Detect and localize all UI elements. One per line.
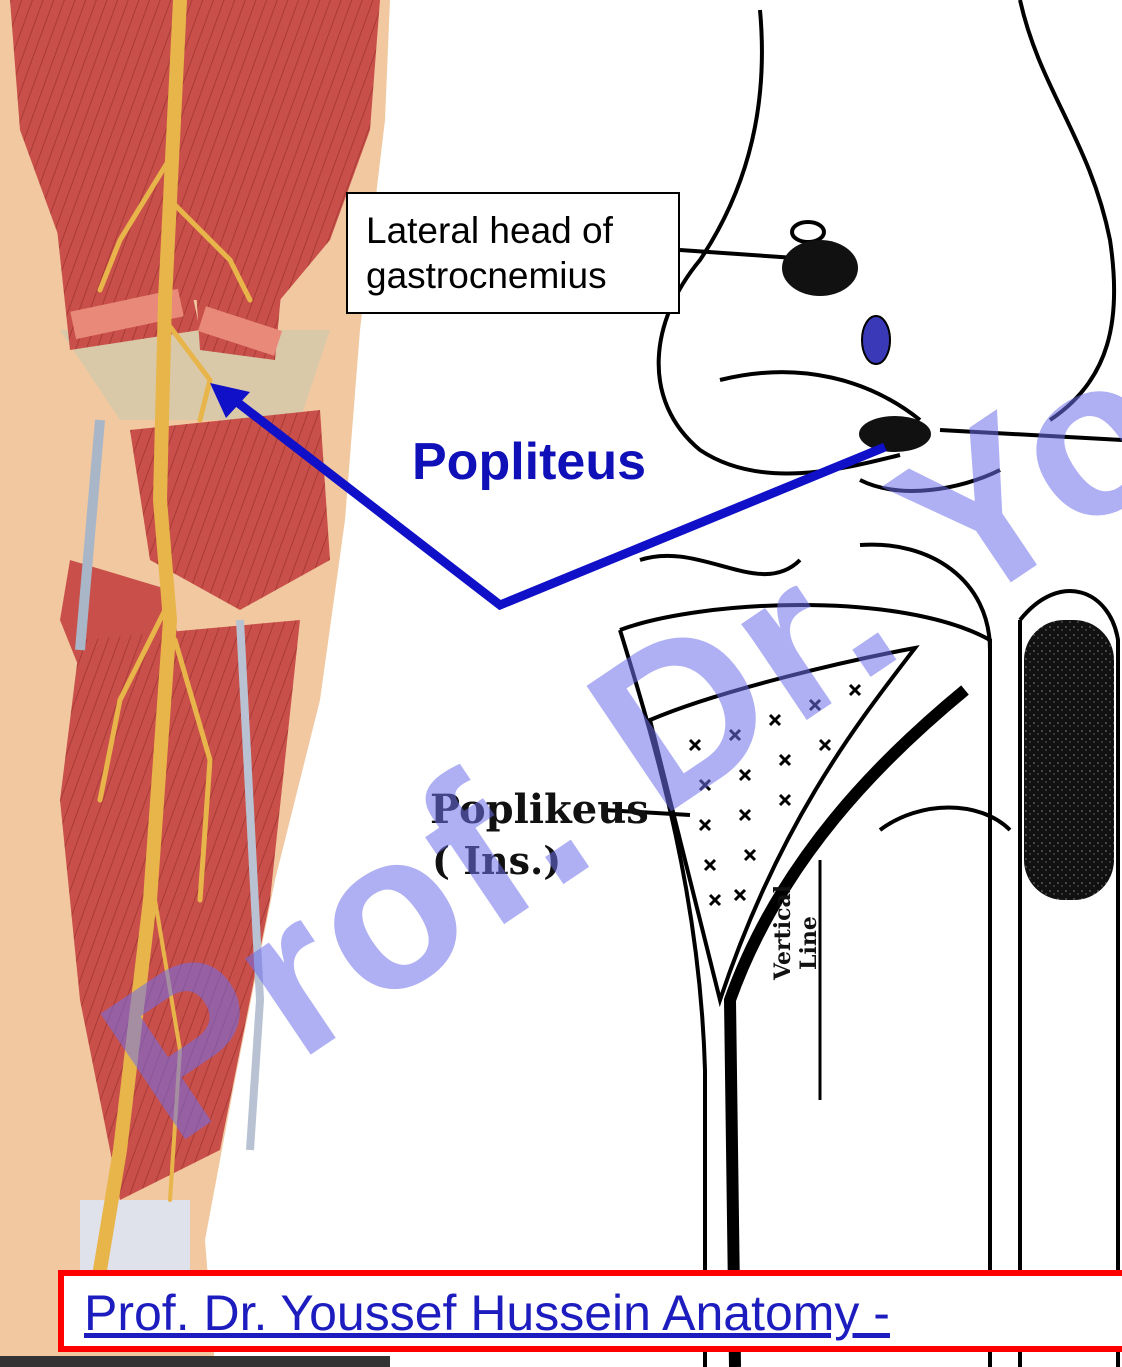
lateral-head-label-line1: Lateral head of (366, 208, 660, 253)
origin-small-circle (792, 222, 824, 242)
vertical-line-label-1: Vertical (770, 885, 796, 980)
vertical-line-label-2: Line (796, 916, 822, 970)
footer-box: Prof. Dr. Youssef Hussein Anatomy - (58, 1270, 1122, 1352)
lateral-head-origin (782, 240, 858, 296)
leader-line-lateral-head (680, 250, 795, 258)
lateral-head-label-box: Lateral head of gastrocnemius (346, 192, 680, 314)
lateral-head-label-line2: gastrocnemius (366, 253, 660, 298)
popliteus-title: Popliteus (412, 432, 646, 492)
footer-link[interactable]: Prof. Dr. Youssef Hussein Anatomy - (84, 1284, 890, 1342)
popliteus-origin-marker (862, 316, 890, 364)
illustration-bottom-strip (0, 1356, 390, 1367)
fibula-shaded-area (1024, 620, 1114, 900)
